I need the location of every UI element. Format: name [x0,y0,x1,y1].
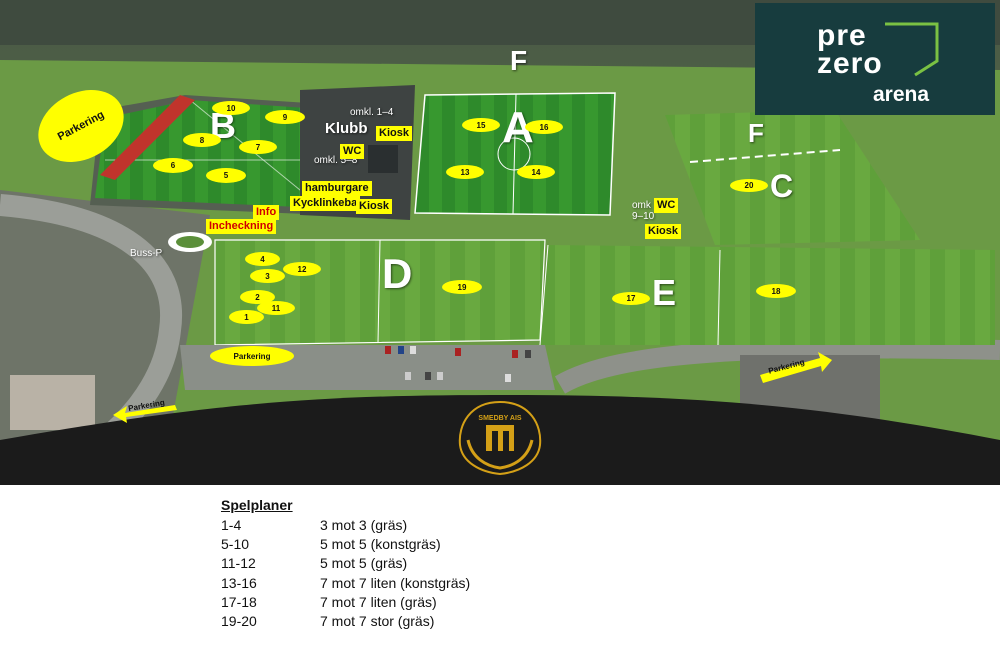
legend-range: 5-10 [221,536,250,553]
clubhouse-label: Klubb [325,120,368,137]
pitch-1: 1 [229,310,264,324]
field-label-f-top: F [510,45,528,76]
legend-desc: 7 mot 7 stor (gräs) [320,612,435,629]
changing-room-9-10-label: 9–10 [632,211,655,222]
kiosk-label-3: Kiosk [645,224,681,239]
changing-room-prefix-label: omk [632,200,651,211]
field-label-e: E [652,272,677,313]
changing-room-1-4-label: omkl. 1–4 [350,107,394,118]
pitch-legend: Spelplaner 1-4 3 mot 3 (gräs) 5-10 5 mot 5… [221,497,470,631]
legend-desc: 7 mot 7 liten (konstgräs) [320,574,471,591]
changing-room-5-8-label: omkl. 5–8 [314,155,358,166]
pitch-4: 4 [245,252,280,266]
pitch-14: 14 [517,165,555,179]
pitch-15: 15 [462,118,500,132]
bus-parking-label: Buss-P [130,248,163,259]
brand-text-line-2: zero [817,47,883,80]
pitch-13: 13 [446,165,484,179]
wc-label-2: WC [654,198,679,213]
pitch-6: 6 [153,158,193,173]
svg-text:SMEDBY AIS: SMEDBY AIS [478,415,522,422]
legend-row: 11-12 5 mot 5 (gräs) [221,554,470,573]
pitch-11: 11 [257,301,295,315]
brand-text-line-3: arena [873,83,930,106]
prezero-arena-logo: pre zero arena [755,3,995,115]
legend-range: 1-4 [221,517,242,533]
field-label-c: C [770,168,794,204]
pitch-9: 9 [265,110,305,124]
legend-range: 11-12 [221,555,256,572]
pitch-20: 20 [730,179,768,192]
parking-label-bottom: Parkering [210,346,294,366]
wc-label-1: WC [340,144,365,159]
legend-row: 1-4 3 mot 3 (gräs) [221,516,470,535]
pitch-19: 19 [442,280,482,294]
legend-desc: 5 mot 5 (konstgräs) [320,536,441,553]
smedby-ais-logo: SMEDBY AIS [458,400,542,476]
pitch-2: 2 [240,290,275,304]
pitch-16: 16 [525,120,563,134]
venue-map: SMEDBY AIS B A F F C D E 1 2 3 4 5 6 7 8… [0,0,1000,485]
legend-row: 5-10 5 mot 5 (konstgräs) [221,535,470,554]
legend-row: 19-20 7 mot 7 stor (gräs) [221,612,470,631]
kiosk-label-1: Kiosk [376,126,412,141]
brand-bracket-icon [885,22,939,77]
pitch-3: 3 [250,269,285,283]
pitch-8: 8 [183,133,221,147]
hamburger-label: hamburgare [302,181,372,196]
field-label-d: D [382,250,413,297]
legend-row: 13-16 7 mot 7 liten (konstgräs) [221,574,470,593]
field-label-f-right: F [748,118,764,148]
legend-range: 13-16 [221,574,257,591]
brand-text-line-1: pre [817,19,867,52]
legend-row: 17-18 7 mot 7 liten (gräs) [221,593,470,612]
check-in-label: Incheckning [206,219,277,234]
pitch-10: 10 [212,101,250,115]
pitch-18: 18 [756,284,796,298]
kiosk-label-2: Kiosk [356,199,392,214]
pitch-5: 5 [206,168,246,183]
legend-desc: 7 mot 7 liten (gräs) [320,593,437,610]
pitch-12: 12 [283,262,321,276]
pitch-17: 17 [612,292,650,305]
legend-title: Spelplaner [221,497,293,513]
legend-desc: 3 mot 3 (gräs) [320,517,408,533]
legend-range: 17-18 [221,593,257,610]
pitch-7: 7 [239,140,277,154]
info-label: Info [253,205,280,220]
legend-range: 19-20 [221,612,257,629]
legend-desc: 5 mot 5 (gräs) [320,555,408,572]
chicken-kebab-label: Kycklinkeba [290,196,361,211]
